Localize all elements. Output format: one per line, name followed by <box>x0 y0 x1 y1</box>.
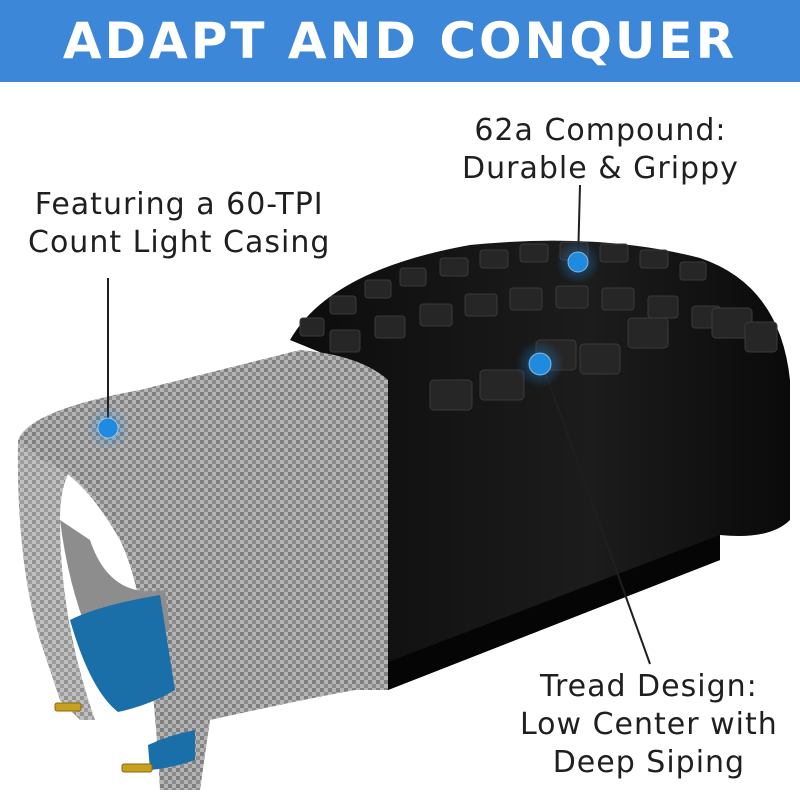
callout-compound-line1: 62a Compound: <box>474 113 727 148</box>
header-banner: ADAPT AND CONQUER <box>0 0 800 82</box>
marker-compound <box>556 240 600 284</box>
valve-stems <box>54 702 153 773</box>
callout-tread-line1: Tread Design: <box>540 669 758 704</box>
callout-casing-line1: Featuring a 60-TPI <box>34 187 324 222</box>
callout-tread: Tread Design: Low Center with Deep Sipin… <box>520 668 778 782</box>
marker-tread <box>516 340 564 388</box>
callout-casing: Featuring a 60-TPI Count Light Casing <box>28 186 330 262</box>
callout-compound-line2: Durable & Grippy <box>462 151 739 186</box>
inner-tube <box>70 595 195 770</box>
callout-casing-line2: Count Light Casing <box>28 225 331 260</box>
callout-tread-line3: Deep Siping <box>552 745 746 780</box>
tread-knobs <box>299 241 778 411</box>
casing-layer <box>17 350 388 790</box>
marker-casing <box>86 406 130 450</box>
tire-rubber <box>290 240 790 690</box>
page-title: ADAPT AND CONQUER <box>62 12 738 70</box>
callout-compound: 62a Compound: Durable & Grippy <box>462 112 739 188</box>
callout-tread-line2: Low Center with <box>520 707 778 742</box>
